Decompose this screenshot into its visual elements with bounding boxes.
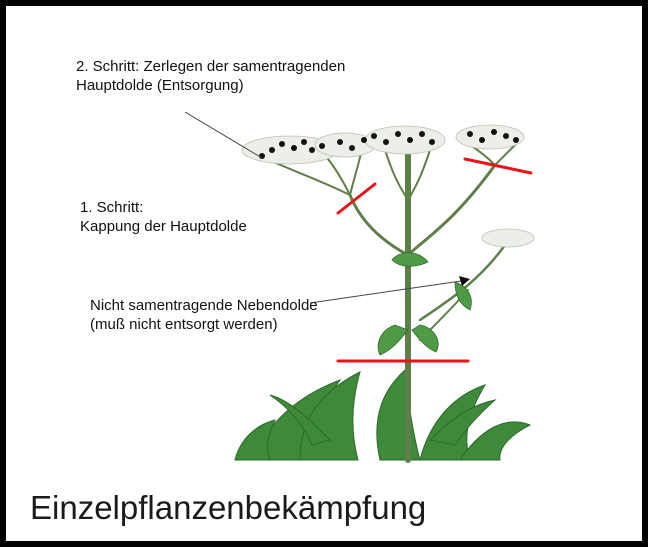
annotation-step2-line1: 2. Schritt: Zerlegen der samentragenden [76,57,345,76]
stem-leaves [378,253,471,355]
page-title: Einzelpflanzenbekämpfung [30,488,426,528]
annotation-nebendolde: Nicht samentragende Nebendolde (muß nich… [90,296,318,334]
annotation-nebendolde-line2: (muß nicht entsorgt werden) [90,315,318,334]
cut-lines [338,159,531,361]
annotation-step2-line2: Hauptdolde (Entsorgung) [76,76,345,95]
annotation-step1: 1. Schritt: Kappung der Hauptdolde [80,198,247,236]
annotation-nebendolde-line1: Nicht samentragende Nebendolde [90,296,318,315]
annotation-step1-line1: 1. Schritt: [80,198,247,217]
annotation-step2: 2. Schritt: Zerlegen der samentragenden … [76,57,345,95]
annotation-step1-line2: Kappung der Hauptdolde [80,217,247,236]
basal-leaves [235,370,530,460]
